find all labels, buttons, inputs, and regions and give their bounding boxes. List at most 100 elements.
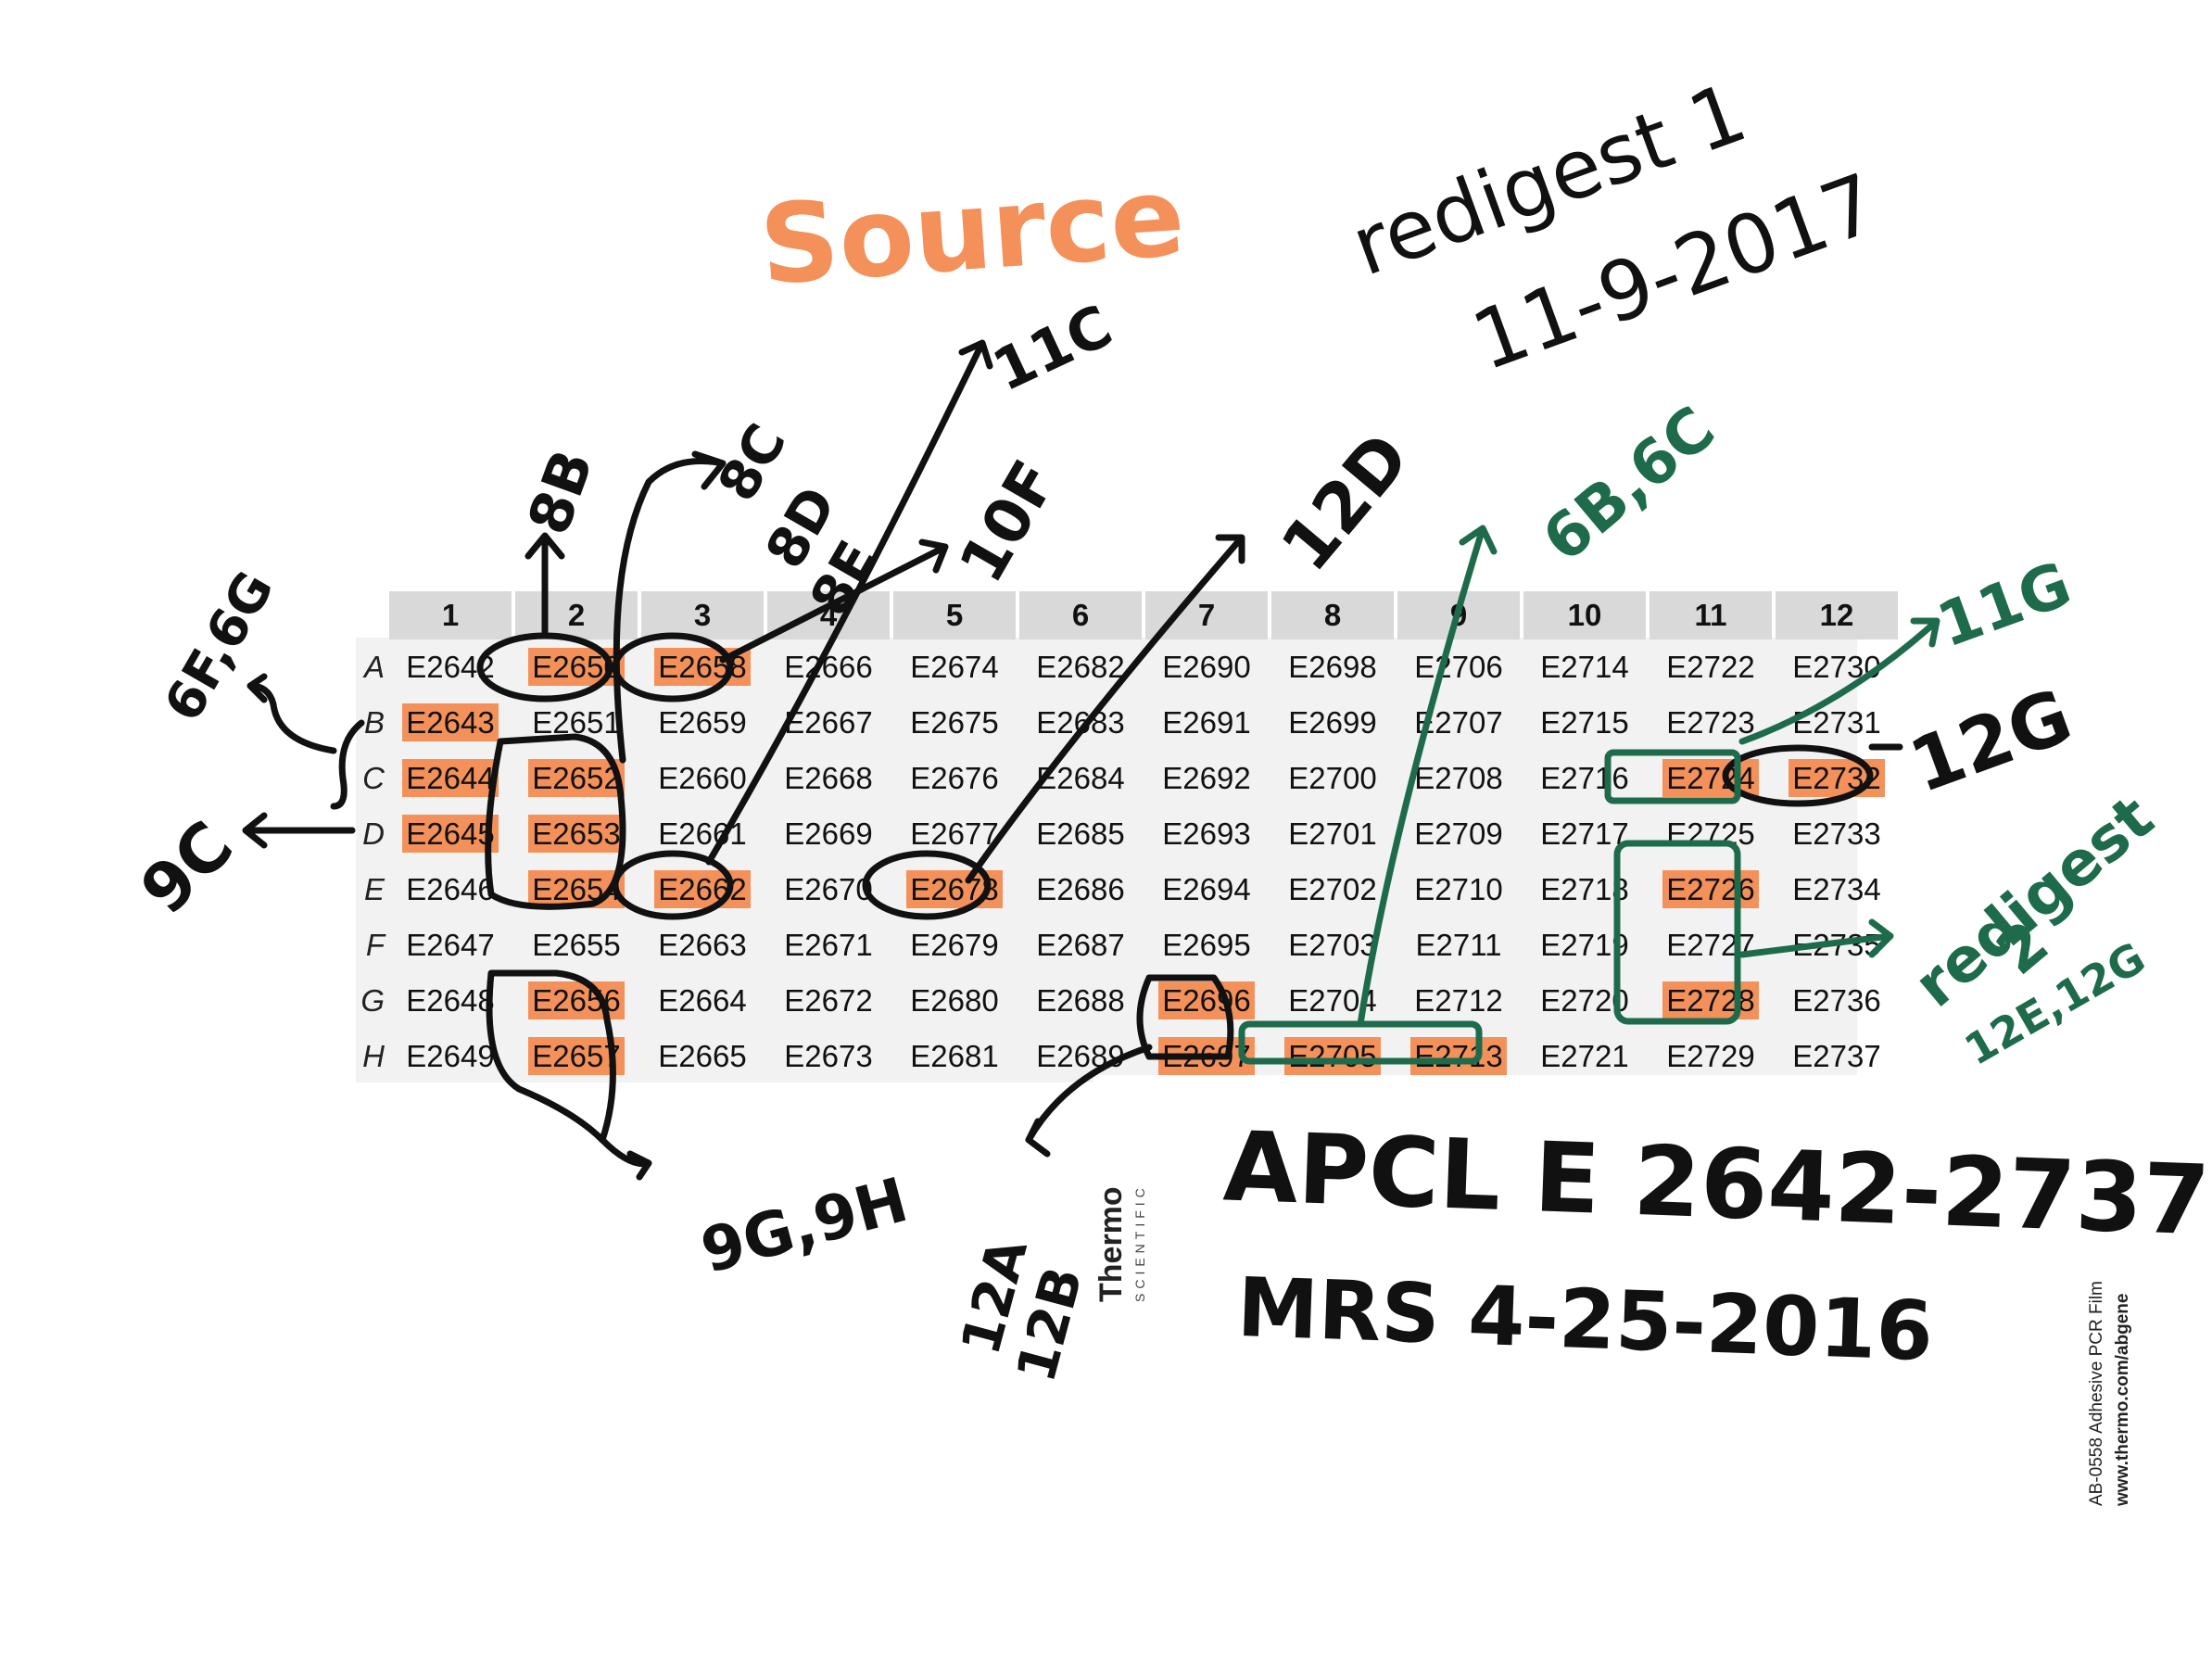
well-id: E2644 [402,759,499,797]
well-id: E2681 [910,1039,999,1073]
well-id: E2696 [1158,981,1255,1019]
column-header: 6 [1019,591,1142,639]
well-id: E2647 [406,928,495,962]
target-6B6C: 6B,6C [1529,392,1728,576]
plate-well: E2702 [1271,862,1394,918]
well-id: E2717 [1540,816,1629,851]
thermo-logo: Thermo [1093,1186,1129,1302]
well-id: E2736 [1792,983,1881,1018]
column-header: 7 [1145,591,1268,639]
plate-well: E2668 [767,751,890,806]
well-id: E2686 [1036,872,1125,906]
well-id: E2733 [1792,816,1881,851]
well-id: E2698 [1288,650,1377,684]
plate-well: E2681 [893,1029,1016,1084]
row-label: D [362,816,385,851]
well-id: E2712 [1414,983,1503,1018]
film-product-text: AB-0558 Adhesive PCR Film [2087,1281,2106,1506]
well-id: E2734 [1792,872,1881,906]
film-url-text: www.thermo.com/abgene [2113,1293,2132,1506]
plate-well: E2671 [767,918,890,973]
well-id: E2668 [784,761,873,795]
row-label: F [365,928,385,962]
well-id: E2683 [1036,705,1125,740]
row-label: H [362,1039,385,1073]
plate-well: E2654 [515,862,638,918]
well-id: E2707 [1414,705,1503,740]
plate-well: E2730 [1776,639,1898,695]
plate-well: E2685 [1019,806,1142,862]
well-id: E2699 [1288,705,1377,740]
plate-well: E2709 [1397,806,1520,862]
well-id: E2642 [406,650,495,684]
well-id: E2648 [406,983,495,1018]
well-id: E2667 [784,705,873,740]
plate-well: E2725 [1650,806,1772,862]
column-header: 8 [1271,591,1394,639]
well-id: E2718 [1540,872,1629,906]
plate-well: E2663 [641,918,764,973]
plate-well: E2664 [641,973,764,1029]
column-header: 2 [515,591,638,639]
target-9G9H: 9G,9H [693,1164,916,1287]
well-id: E2706 [1414,650,1503,684]
well-id: E2726 [1662,870,1759,908]
plate-well: E2652 [515,751,638,806]
target-12G: 12G [1899,672,2083,810]
well-id: E2693 [1162,816,1251,851]
well-id: E2710 [1414,872,1503,906]
well-id: E2654 [528,870,625,908]
well-id: E2695 [1162,928,1251,962]
plate-well: E2694 [1145,862,1268,918]
plate-well: E2728 [1650,973,1772,1029]
well-id: E2660 [658,761,747,795]
plate-well: E2678 [893,862,1016,918]
well-id: E2732 [1789,759,1885,797]
well-id: E2731 [1792,705,1881,740]
well-id: E2721 [1540,1039,1629,1073]
well-id: E2701 [1288,816,1377,851]
well-id: E2725 [1666,816,1755,851]
well-id: E2643 [402,703,499,741]
well-id: E2651 [532,705,621,740]
well-id: E2715 [1540,705,1629,740]
plate-well: E2720 [1523,973,1646,1029]
well-id: E2720 [1540,983,1629,1018]
plate-well: E2700 [1271,751,1394,806]
plate-well: E2644 [389,751,512,806]
well-id: E2658 [654,648,751,686]
well-id: E2670 [784,872,873,906]
plate-well: E2651 [515,695,638,751]
plate-well: E2670 [767,862,890,918]
plate-well: E2711 [1397,918,1520,973]
plate-well: E2734 [1776,862,1898,918]
plate-well: E2672 [767,973,890,1029]
column-header: 11 [1650,591,1772,639]
plate-well: E2674 [893,639,1016,695]
plate-well: E2677 [893,806,1016,862]
plate-well: E2649 [389,1029,512,1084]
plate-well: E2691 [1145,695,1268,751]
row-label: A [363,650,385,684]
plate-well: E2673 [767,1029,890,1084]
plate-well: E2683 [1019,695,1142,751]
plate-well: E2687 [1019,918,1142,973]
thermo-logo-sub: SCIENTIFIC [1132,1183,1147,1302]
well-id: E2678 [906,870,1003,908]
well-id: E2674 [910,650,999,684]
well-id: E2719 [1540,928,1629,962]
plate-well: E2690 [1145,639,1268,695]
well-id: E2737 [1792,1039,1881,1073]
target-10F: 10F [945,449,1071,595]
well-id: E2724 [1662,759,1759,797]
well-id: E2692 [1162,761,1251,795]
plate-well: E2703 [1271,918,1394,973]
well-id: E2691 [1162,705,1251,740]
